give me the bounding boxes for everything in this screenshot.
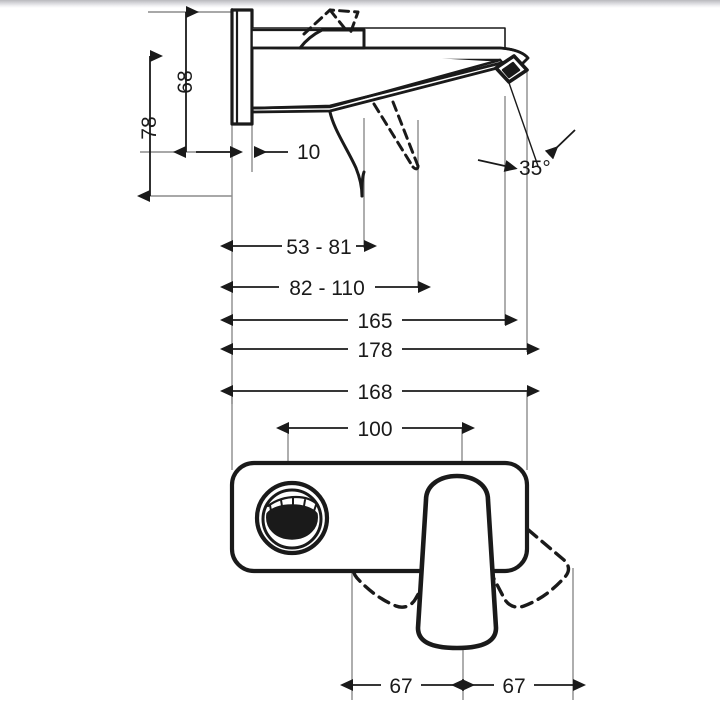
dimension-label-35-degrees: 35°: [519, 157, 551, 180]
dimension-label-100: 100: [357, 418, 392, 441]
dimension-67-left: 67: [340, 671, 475, 698]
dimension-178: 178: [220, 335, 540, 362]
dimension-label-165: 165: [357, 310, 392, 333]
dimension-67-right: 67: [451, 671, 586, 698]
extension-lines: [140, 8, 574, 700]
diverter-dial: [254, 480, 330, 556]
aerator-outlet: [494, 54, 529, 84]
lever-handle-open-dashed: [302, 8, 360, 36]
spout-body: [250, 27, 530, 114]
lever-handle-closed: [298, 28, 366, 50]
vertical-dimension-68: 68: [173, 6, 199, 158]
front-lever-handle: [415, 473, 499, 651]
dimension-165: 165: [220, 306, 518, 333]
dimension-10: 10: [196, 141, 320, 164]
front-elevation-view: [229, 460, 571, 651]
top-gradient-bar: [0, 0, 720, 8]
dimension-168: 168: [220, 377, 540, 404]
dimension-35-degrees: 35°: [477, 79, 576, 180]
lever-underside-solid: [328, 110, 366, 198]
dimension-label-178: 178: [357, 339, 392, 362]
dimension-label-67-left: 67: [389, 675, 412, 698]
lever-swing-dashed: [372, 100, 420, 171]
dimension-label-67-right: 67: [502, 675, 525, 698]
dimension-label-68: 68: [174, 70, 197, 93]
dimension-label-10: 10: [297, 141, 320, 164]
dimension-label-82-110: 82 - 110: [289, 277, 365, 300]
dimension-53-81: 53 - 81: [220, 232, 377, 259]
side-elevation-view: [230, 8, 530, 198]
dimension-label-78: 78: [138, 116, 161, 139]
dimension-82-110: 82 - 110: [220, 273, 431, 300]
dimension-label-168: 168: [357, 381, 392, 404]
handle-swing-range-right-dashed: [480, 493, 571, 609]
dimension-label-53-81: 53 - 81: [286, 236, 351, 259]
wall-escutcheon-plate: [230, 8, 254, 126]
vertical-dimension-78: 78: [137, 50, 163, 202]
dimension-100: 100: [276, 414, 475, 441]
